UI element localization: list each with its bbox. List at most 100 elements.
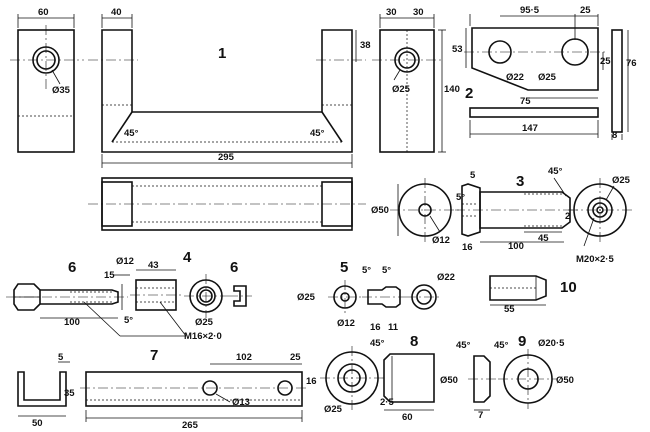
dim-part7-end: 25	[290, 352, 301, 363]
part-number-2: 2	[465, 85, 473, 102]
dim-part3-end-diameter: Ø25	[612, 175, 631, 186]
dim-part3-tip-angle: 45°	[548, 166, 563, 177]
part-number-6-right: 6	[230, 259, 238, 276]
dim-part8-inner: Ø25	[324, 404, 343, 415]
dim-part1-right-height: 140	[444, 84, 460, 95]
dim-part7-length: 265	[182, 420, 199, 431]
dim-part3-disc-diameter: Ø50	[371, 205, 389, 216]
part-number-8: 8	[410, 333, 418, 350]
part2-strip	[469, 107, 599, 118]
dim-part5-angle-a: 5°	[362, 265, 371, 276]
dim-part8-outer: Ø50	[440, 375, 458, 386]
dim-part7-hole: Ø13	[232, 397, 250, 408]
dim-part9-outer: Ø50	[556, 375, 574, 386]
part-9: 45° 45° 7 9 Ø20·5 Ø50	[456, 333, 574, 421]
dim-part9-angle-b: 45°	[494, 340, 509, 351]
dim-part2-thickness: 8	[612, 130, 617, 141]
dim-part3-tip: 2	[565, 211, 570, 222]
part2-edge-view	[611, 29, 623, 133]
dim-part1-angle-right: 45°	[310, 128, 325, 139]
dim-part5-len-b: 11	[388, 322, 399, 333]
part-1: 60 Ø35 40 38 1 45° 45° 295	[10, 7, 460, 231]
part-7: 5 35 50 102 25 16 Ø13 265 7	[17, 347, 317, 431]
part-number-3: 3	[516, 173, 524, 190]
part-6-bolt: 6 Ø12 15 100 5°	[6, 256, 134, 328]
part-number-5: 5	[340, 259, 348, 276]
dim-part3-chamfer-angle: 5°	[456, 192, 465, 203]
dim-part3-thread: M20×2·5	[576, 254, 614, 265]
dim-part2-bottom-span: 75	[520, 96, 531, 107]
dim-part4-outer: Ø25	[195, 317, 214, 328]
part3-shank	[479, 191, 571, 229]
dim-part2-right-height: 25	[600, 56, 611, 67]
dim-part1-right-width-a: 30	[386, 7, 397, 18]
dim-part1-upright-height: 38	[360, 40, 371, 51]
dim-part6-head: 15	[104, 270, 115, 281]
part7-channel-end	[17, 371, 67, 407]
dim-part3-bore: Ø12	[432, 235, 450, 246]
dim-part6-bore: Ø12	[116, 256, 134, 267]
clip-body	[233, 285, 247, 307]
part-number-6-left: 6	[68, 259, 76, 276]
dim-part1-angle-left: 45°	[124, 128, 139, 139]
dim-part1-top-width: 40	[111, 7, 122, 18]
dim-part4-length: 43	[148, 260, 159, 271]
part-number-7: 7	[150, 347, 158, 364]
dim-part3-shoulder: 5	[470, 170, 476, 181]
dim-part6-length: 100	[64, 317, 80, 328]
dim-part2-strip-length: 147	[522, 123, 538, 134]
dim-part5-angle-b: 5°	[382, 265, 391, 276]
dim-part9-bore: Ø20·5	[538, 338, 565, 349]
part-number-4: 4	[183, 249, 192, 266]
part-number-1: 1	[218, 45, 226, 62]
dim-part2-top-span: 95·5	[520, 5, 540, 16]
part-5: Ø25 Ø12 5 5° 5° 16 11 Ø22	[297, 259, 455, 333]
dim-part5-ring: Ø22	[437, 272, 455, 283]
part-number-9: 9	[518, 333, 526, 350]
part5-spacer	[367, 286, 401, 308]
dim-part9-angle-a: 45°	[456, 340, 471, 351]
bolt-head	[13, 283, 41, 311]
dim-part7-flange: 5	[58, 352, 64, 363]
dim-part9-width: 7	[478, 410, 483, 421]
dim-part4-thread: M16×2·0	[184, 331, 222, 342]
dim-part3-length: 100	[508, 241, 524, 252]
part-8: Ø25 45° 8 Ø50 2·5 60	[320, 333, 458, 423]
dim-part7-channel-width: 50	[32, 418, 43, 429]
dim-part1-hole-left: Ø35	[52, 85, 71, 96]
dim-part1-length: 295	[218, 152, 235, 163]
part9-side	[473, 355, 491, 403]
dim-part1-right-width-b: 30	[413, 7, 424, 18]
dim-part2-top-right: 25	[580, 5, 591, 16]
part-2: 95·5 25 53 25 Ø22 Ø25 75 2 76 8 147	[452, 5, 637, 141]
dim-part3-thread-length: 45	[538, 233, 549, 244]
part3-collar	[461, 183, 481, 237]
dim-part1-side-width: 60	[38, 7, 49, 18]
dim-part5-outer: Ø25	[297, 292, 316, 303]
dim-part2-hole-b: Ø25	[538, 72, 557, 83]
part-number-10: 10	[560, 279, 577, 296]
part-6-clip: 6	[228, 259, 252, 307]
dim-part6-angle: 5°	[124, 315, 133, 326]
dim-part3-collar: 16	[462, 242, 473, 253]
dim-part8-angle: 45°	[370, 338, 385, 349]
dim-part8-gap: 2·5	[380, 397, 394, 408]
dim-part2-overall-height: 76	[626, 58, 637, 69]
dim-part2-left-height: 53	[452, 44, 463, 55]
part2-plate	[471, 27, 599, 91]
dim-part1-hole-right: Ø25	[392, 84, 411, 95]
dim-part5-len-a: 16	[370, 322, 381, 333]
dim-part8-length: 60	[402, 412, 413, 423]
dim-part2-hole-a: Ø22	[506, 72, 524, 83]
part8-body	[383, 353, 435, 403]
dim-part10-length: 55	[504, 304, 515, 315]
part1-u-frame	[101, 29, 353, 153]
part-3: Ø50 Ø12 3 5 5° 45° 2 16 100 45 Ø25 M20×2…	[371, 166, 632, 265]
dim-part7-span: 102	[236, 352, 252, 363]
part-4: 43 4 Ø25 M16×2·0	[83, 249, 228, 342]
dim-part7-channel-height: 35	[64, 388, 75, 399]
dim-part7-height: 16	[306, 376, 317, 387]
part-10: 55 10	[489, 275, 577, 315]
